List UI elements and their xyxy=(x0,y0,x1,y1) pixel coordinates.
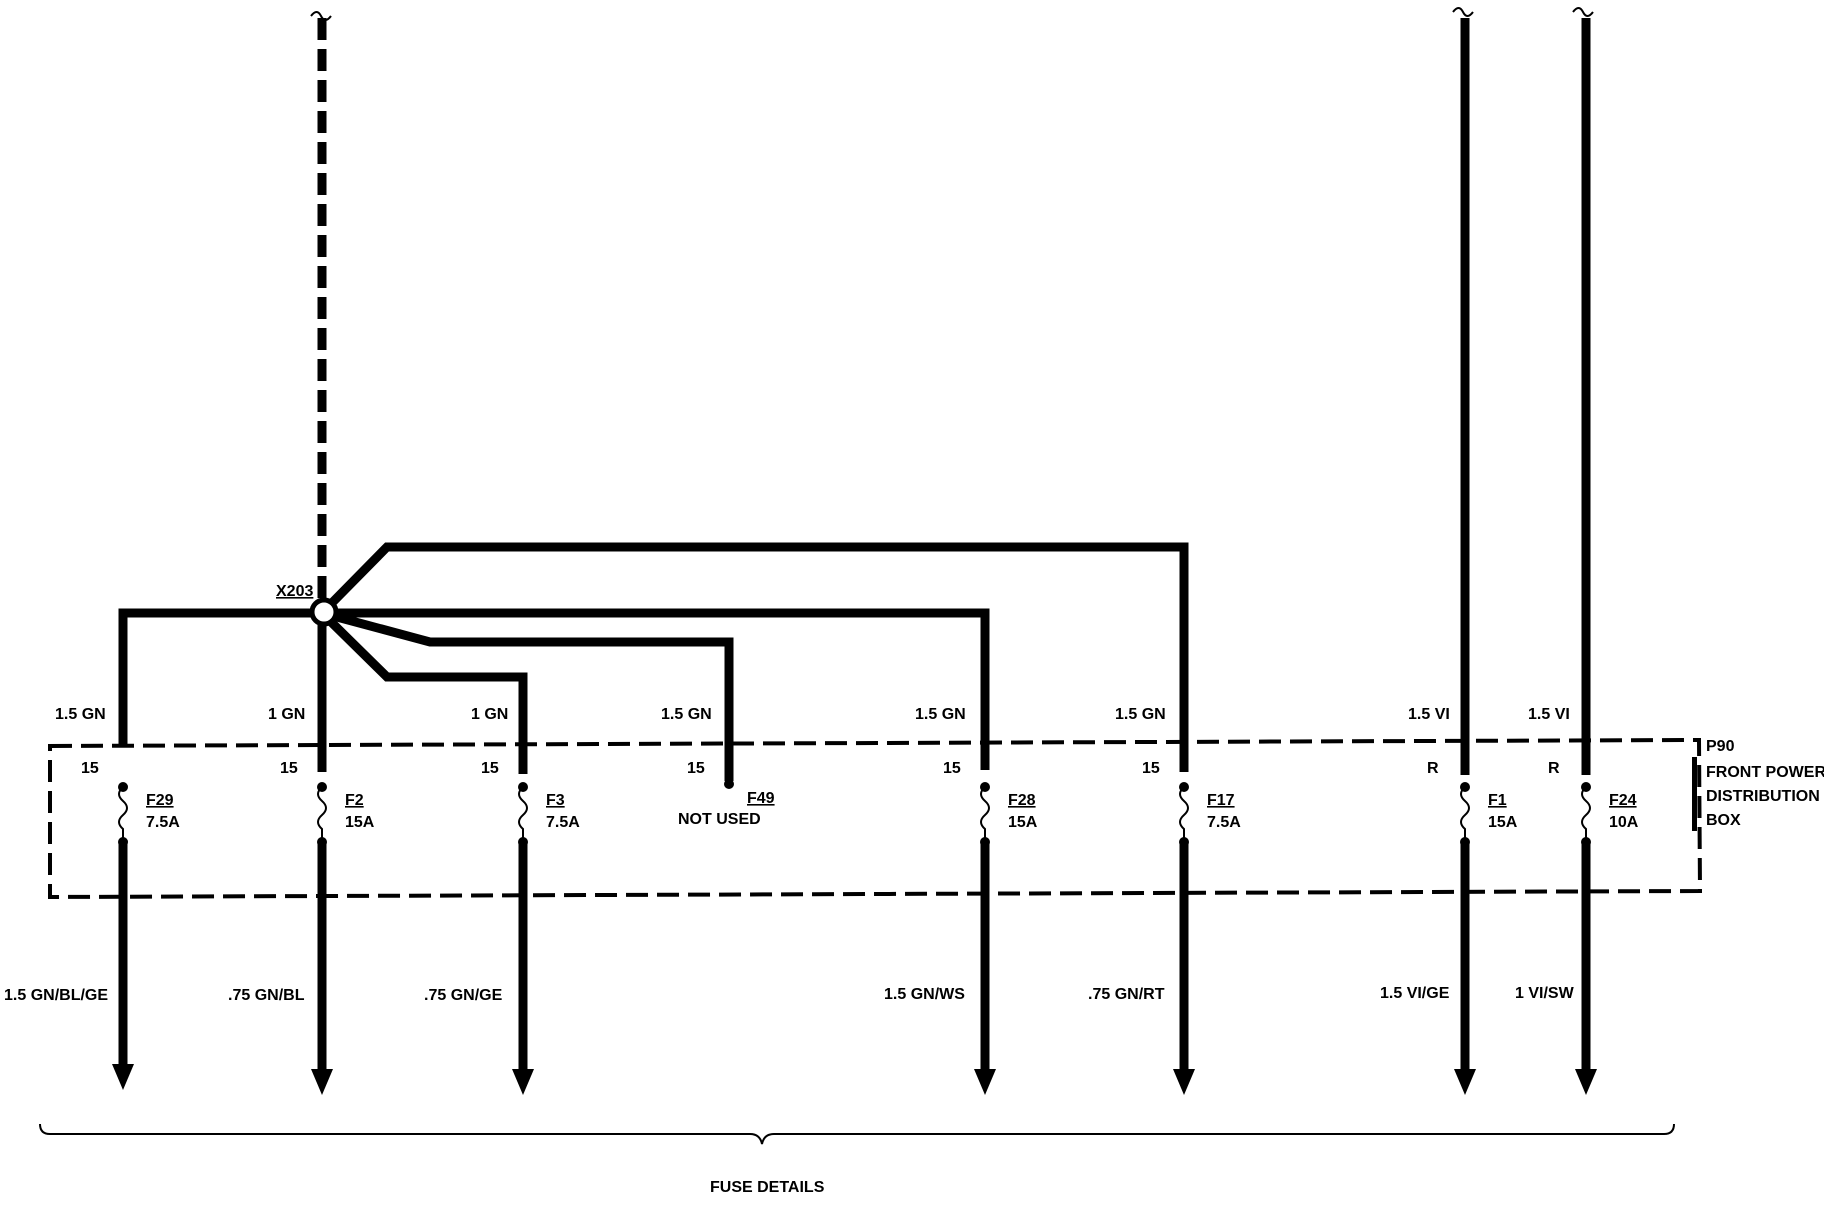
terminal-label: 15 xyxy=(81,760,99,777)
fuse-f2: 1 GN 15 .75 GN/BL F2 15A xyxy=(228,706,375,1095)
arrow-down-icon xyxy=(1173,1069,1195,1095)
fuse-rating-label: 10A xyxy=(1609,814,1639,831)
box-label: P90 FRONT POWER DISTRIBUTION BOX xyxy=(1692,738,1824,831)
branch-wire-f3 xyxy=(318,609,528,774)
fuse-rating-label: 15A xyxy=(1008,814,1038,831)
fuse-element-icon xyxy=(1179,786,1189,842)
terminal-label: R xyxy=(1427,760,1439,777)
input-wire-label: 1.5 GN xyxy=(661,706,712,723)
fuse-id-label: F49 xyxy=(747,790,775,807)
box-name-line-3: BOX xyxy=(1706,812,1741,829)
fuse-rating-label: 15A xyxy=(345,814,375,831)
fuse-element-icon xyxy=(1460,786,1470,842)
branch-wire-f49 xyxy=(320,608,734,781)
fuse-f29: 1.5 GN 15 1.5 GN/BL/GE F29 7.5A xyxy=(4,706,180,1090)
arrow-down-icon xyxy=(112,1064,134,1090)
fuse-f17: 1.5 GN 15 .75 GN/RT F17 7.5A xyxy=(1088,706,1241,1095)
terminal-label: 15 xyxy=(1142,760,1160,777)
fuse-rating-label: NOT USED xyxy=(678,811,761,828)
fuse-element-icon xyxy=(118,786,128,842)
break-mark-icon xyxy=(310,11,332,21)
fuse-element-icon xyxy=(1581,786,1591,842)
fuse-id-label: F24 xyxy=(1609,792,1637,809)
fuse-terminal-dot xyxy=(724,779,734,789)
feed-wires xyxy=(310,7,1594,598)
output-wire-label: 1 VI/SW xyxy=(1515,985,1575,1002)
fuse-rating-label: 7.5A xyxy=(146,814,180,831)
input-wire-label: 1.5 GN xyxy=(1115,706,1166,723)
splice-branches xyxy=(118,542,1189,781)
branch-wire-f29 xyxy=(118,608,322,745)
box-label-bar xyxy=(1692,757,1697,831)
input-wire-label: 1.5 VI xyxy=(1528,706,1570,723)
output-wire-label: 1.5 VI/GE xyxy=(1380,985,1450,1002)
splice-x203-label: X203 xyxy=(276,583,313,600)
fuse-id-label: F1 xyxy=(1488,792,1507,809)
branch-wire-f17 xyxy=(318,542,1189,772)
fuse-element-icon xyxy=(317,786,327,842)
arrow-down-icon xyxy=(1454,1069,1476,1095)
fuse-rating-label: 7.5A xyxy=(1207,814,1241,831)
terminal-label: 15 xyxy=(943,760,961,777)
fuse-f28: 1.5 GN 15 1.5 GN/WS F28 15A xyxy=(884,706,1038,1095)
output-wire-label: 1.5 GN/BL/GE xyxy=(4,987,108,1004)
arrow-down-icon xyxy=(974,1069,996,1095)
arrow-down-icon xyxy=(1575,1069,1597,1095)
branch-wire-f28 xyxy=(322,608,990,770)
box-name-line-1: FRONT POWER xyxy=(1706,764,1824,781)
box-id: P90 xyxy=(1706,738,1735,755)
fuse-layer: 1.5 GN 15 1.5 GN/BL/GE F29 7.5A 1 GN 15 .75 GN/… xyxy=(4,18,1639,1095)
output-wire-label: .75 GN/GE xyxy=(424,987,503,1004)
output-wire-label: .75 GN/BL xyxy=(228,987,305,1004)
fuse-id-label: F29 xyxy=(146,792,174,809)
input-wire-label: 1 GN xyxy=(268,706,305,723)
fuse-id-label: F3 xyxy=(546,792,565,809)
fuse-rating-label: 15A xyxy=(1488,814,1518,831)
power-distribution-box-outline xyxy=(48,737,1703,900)
box-name-line-2: DISTRIBUTION xyxy=(1706,788,1820,805)
input-wire-label: 1.5 VI xyxy=(1408,706,1450,723)
arrow-down-icon xyxy=(512,1069,534,1095)
fuse-f24: 1.5 VI R 1 VI/SW F24 10A xyxy=(1515,18,1639,1095)
break-mark-icon xyxy=(1572,7,1594,17)
input-wire-label: 1 GN xyxy=(471,706,508,723)
terminal-label: 15 xyxy=(687,760,705,777)
terminal-label: 15 xyxy=(280,760,298,777)
terminal-label: R xyxy=(1548,760,1560,777)
fuse-element-icon xyxy=(980,786,990,842)
output-wire-label: .75 GN/RT xyxy=(1088,986,1165,1003)
terminal-label: 15 xyxy=(481,760,499,777)
fuse-details-brace xyxy=(39,1123,1675,1145)
footer-caption: FUSE DETAILS xyxy=(710,1179,825,1196)
input-wire-label: 1.5 GN xyxy=(915,706,966,723)
fuse-id-label: F28 xyxy=(1008,792,1036,809)
fuse-rating-label: 7.5A xyxy=(546,814,580,831)
splice-x203-node xyxy=(309,597,339,627)
fuse-element-icon xyxy=(518,786,528,842)
fuse-f3: 1 GN 15 .75 GN/GE F3 7.5A xyxy=(424,706,580,1095)
arrow-down-icon xyxy=(311,1069,333,1095)
fuse-id-label: F2 xyxy=(345,792,364,809)
fuse-id-label: F17 xyxy=(1207,792,1235,809)
fuse-f1: 1.5 VI R 1.5 VI/GE F1 15A xyxy=(1380,18,1518,1095)
output-wire-label: 1.5 GN/WS xyxy=(884,986,965,1003)
break-mark-icon xyxy=(1452,7,1474,17)
input-wire-label: 1.5 GN xyxy=(55,706,106,723)
